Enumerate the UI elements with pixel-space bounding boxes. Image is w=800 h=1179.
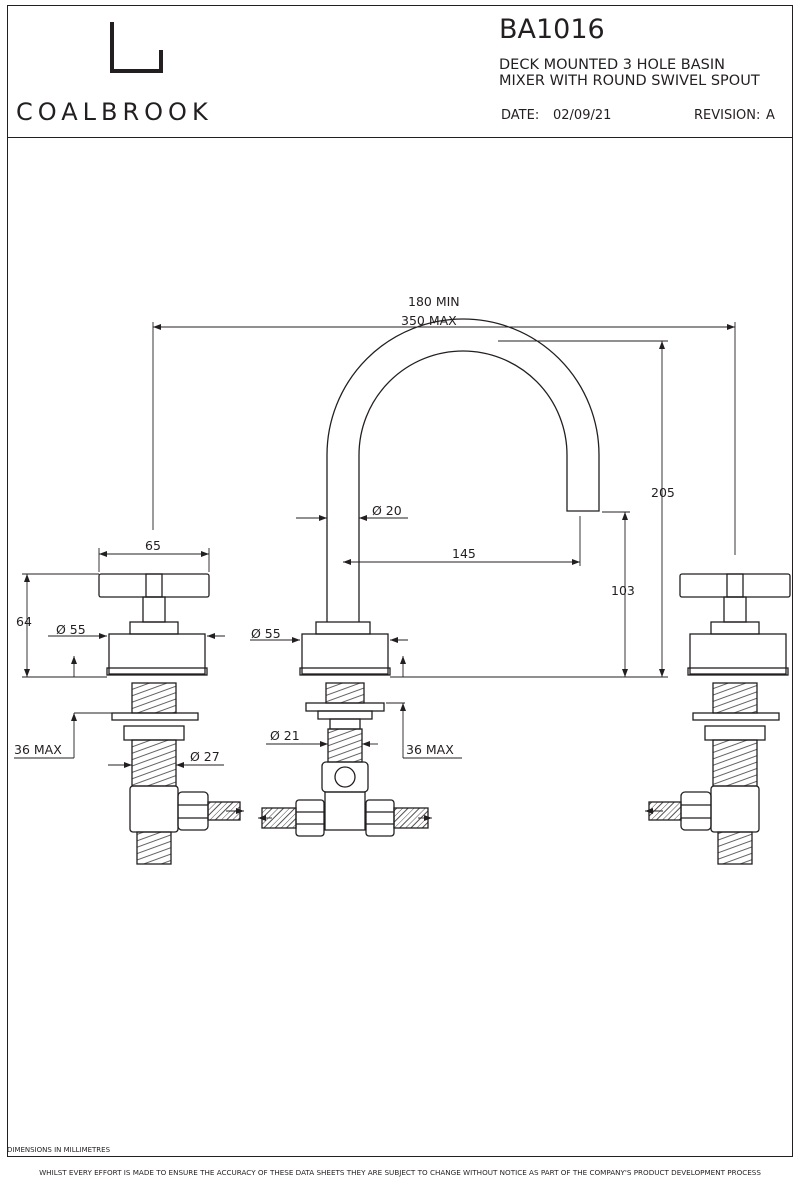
- right-valve: [648, 573, 791, 865]
- spout-body: [299, 318, 600, 676]
- dim-handle-width: 65: [145, 538, 161, 553]
- dim-valve-height: 64: [16, 614, 32, 629]
- dim-spout-base-diameter: Ø 55: [251, 626, 281, 641]
- units-note: DIMENSIONS IN MILLIMETRES: [7, 1146, 111, 1154]
- title-block: [7, 5, 793, 138]
- description-line-1: DECK MOUNTED 3 HOLE BASIN: [499, 57, 725, 73]
- dim-spout-height: 205: [651, 485, 675, 500]
- dim-centres-min: 180 MIN: [408, 294, 460, 309]
- dim-valve-base-diameter: Ø 55: [56, 622, 86, 637]
- product-code: BA1016: [499, 14, 605, 45]
- dim-valve-shank-diameter: Ø 27: [190, 749, 220, 764]
- left-valve: [98, 573, 241, 865]
- dim-spout-diameter: Ø 20: [372, 503, 402, 518]
- spout-tee-hoses: [261, 799, 429, 837]
- dim-spout-outlet-height: 103: [611, 583, 635, 598]
- dim-spout-shank-diameter: Ø 21: [270, 728, 300, 743]
- disclaimer: WHILST EVERY EFFORT IS MADE TO ENSURE TH…: [39, 1168, 761, 1177]
- footer-divider: [7, 1156, 793, 1157]
- revision-value: A: [766, 108, 775, 123]
- dim-spout-deck-thickness: 36 MAX: [406, 742, 454, 757]
- dim-valve-deck-thickness: 36 MAX: [14, 742, 62, 757]
- revision-label: REVISION:: [694, 108, 761, 123]
- dim-spout-reach: 145: [452, 546, 476, 561]
- spout-shank: [305, 682, 385, 831]
- date-value: 02/09/21: [553, 108, 612, 123]
- dim-centres-max: 350 MAX: [401, 313, 457, 328]
- date-label: DATE:: [501, 108, 540, 123]
- brand-wordmark: COALBROOK: [16, 98, 213, 126]
- product-description: DECK MOUNTED 3 HOLE BASIN MIXER WITH ROU…: [499, 57, 789, 89]
- coalbrook-bracket-logo-icon: [110, 22, 163, 73]
- description-line-2: MIXER WITH ROUND SWIVEL SPOUT: [499, 73, 760, 89]
